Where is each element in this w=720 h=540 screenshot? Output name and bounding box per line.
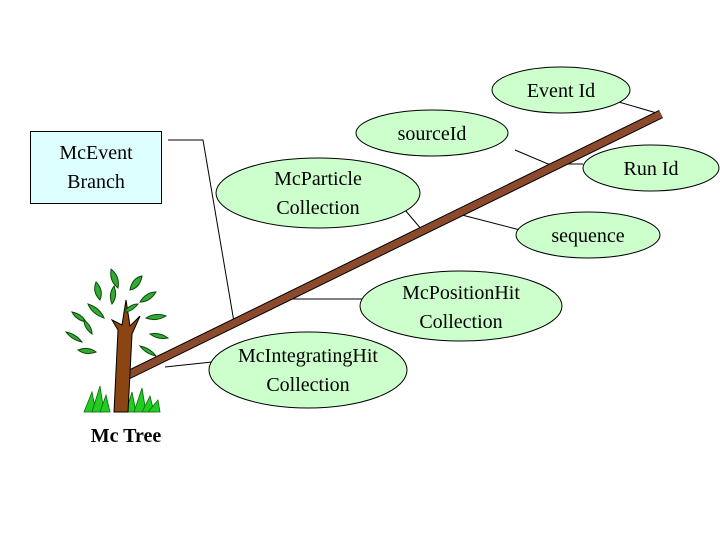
mc-event-branch-box: McEvent Branch	[30, 131, 162, 204]
particle-label-line2: Collection	[276, 197, 359, 219]
connector-source-id	[514, 149, 583, 165]
event-id-ellipse	[491, 66, 631, 114]
integrating-hit-label-line2: Collection	[266, 374, 349, 396]
run-id-label: Run Id	[624, 158, 679, 180]
particle-ellipse	[215, 157, 421, 229]
leaves	[64, 268, 170, 357]
integrating-hit-label-line1: McIntegratingHit	[238, 345, 378, 367]
mc-tree-caption: Mc Tree	[90, 425, 162, 447]
position-hit-label-line1: McPositionHit	[402, 282, 520, 304]
source-id-ellipse	[355, 109, 509, 157]
connector-integrating-hit	[164, 361, 213, 368]
connector-sequence	[461, 214, 521, 231]
event-id-label: Event Id	[527, 80, 595, 102]
position-hit-label-line2: Collection	[419, 311, 502, 333]
connector-branch-box	[168, 139, 235, 323]
tree-trunk	[110, 299, 141, 413]
labels: Event Id sourceId Run Id McParticle Coll…	[238, 80, 678, 396]
sequence-ellipse	[515, 211, 661, 259]
branch-box-line1: McEvent	[59, 141, 133, 164]
integrating-hit-ellipse	[208, 331, 408, 409]
position-hit-ellipse	[359, 270, 563, 342]
ellipses	[208, 66, 720, 409]
sequence-label: sequence	[551, 225, 624, 247]
event-branch-fill	[120, 110, 663, 382]
particle-label-line1: McParticle	[274, 168, 362, 190]
branch-box-line2: Branch	[67, 170, 125, 193]
run-id-ellipse	[582, 144, 720, 192]
source-id-label: sourceId	[398, 123, 467, 145]
connector-particle	[404, 209, 423, 231]
tree-icon	[64, 268, 170, 413]
